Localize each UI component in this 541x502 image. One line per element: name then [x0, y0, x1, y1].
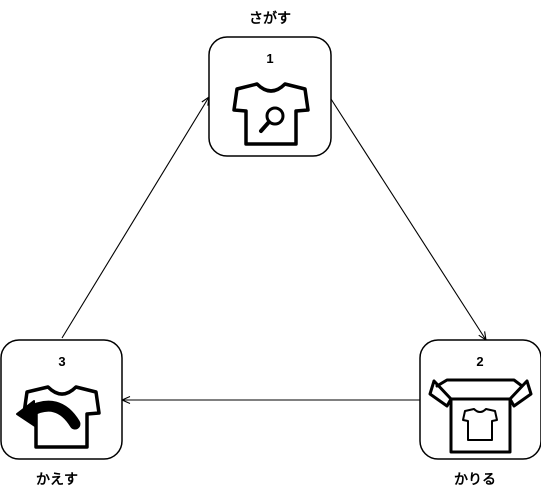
- node-box-search: [208, 36, 332, 157]
- edge-1-to-2: [330, 98, 486, 340]
- t-shirt-return-icon: [16, 385, 101, 449]
- t-shirt-search-icon: [232, 82, 310, 146]
- edge-3-to-1: [61, 97, 209, 339]
- node-label-return: かえす: [36, 472, 78, 488]
- node-search: さがす 1: [208, 10, 332, 157]
- node-borrow: 2 かりる: [419, 339, 541, 488]
- node-box-return: [0, 339, 123, 460]
- node-label-search: さがす: [249, 10, 291, 27]
- t-shirt-box-icon: [428, 378, 533, 454]
- node-number-return: 3: [58, 354, 65, 369]
- node-return: 3 かえす: [0, 339, 123, 488]
- node-number-borrow: 2: [476, 354, 483, 369]
- node-label-borrow: かりる: [454, 472, 496, 488]
- node-number-search: 1: [266, 51, 273, 66]
